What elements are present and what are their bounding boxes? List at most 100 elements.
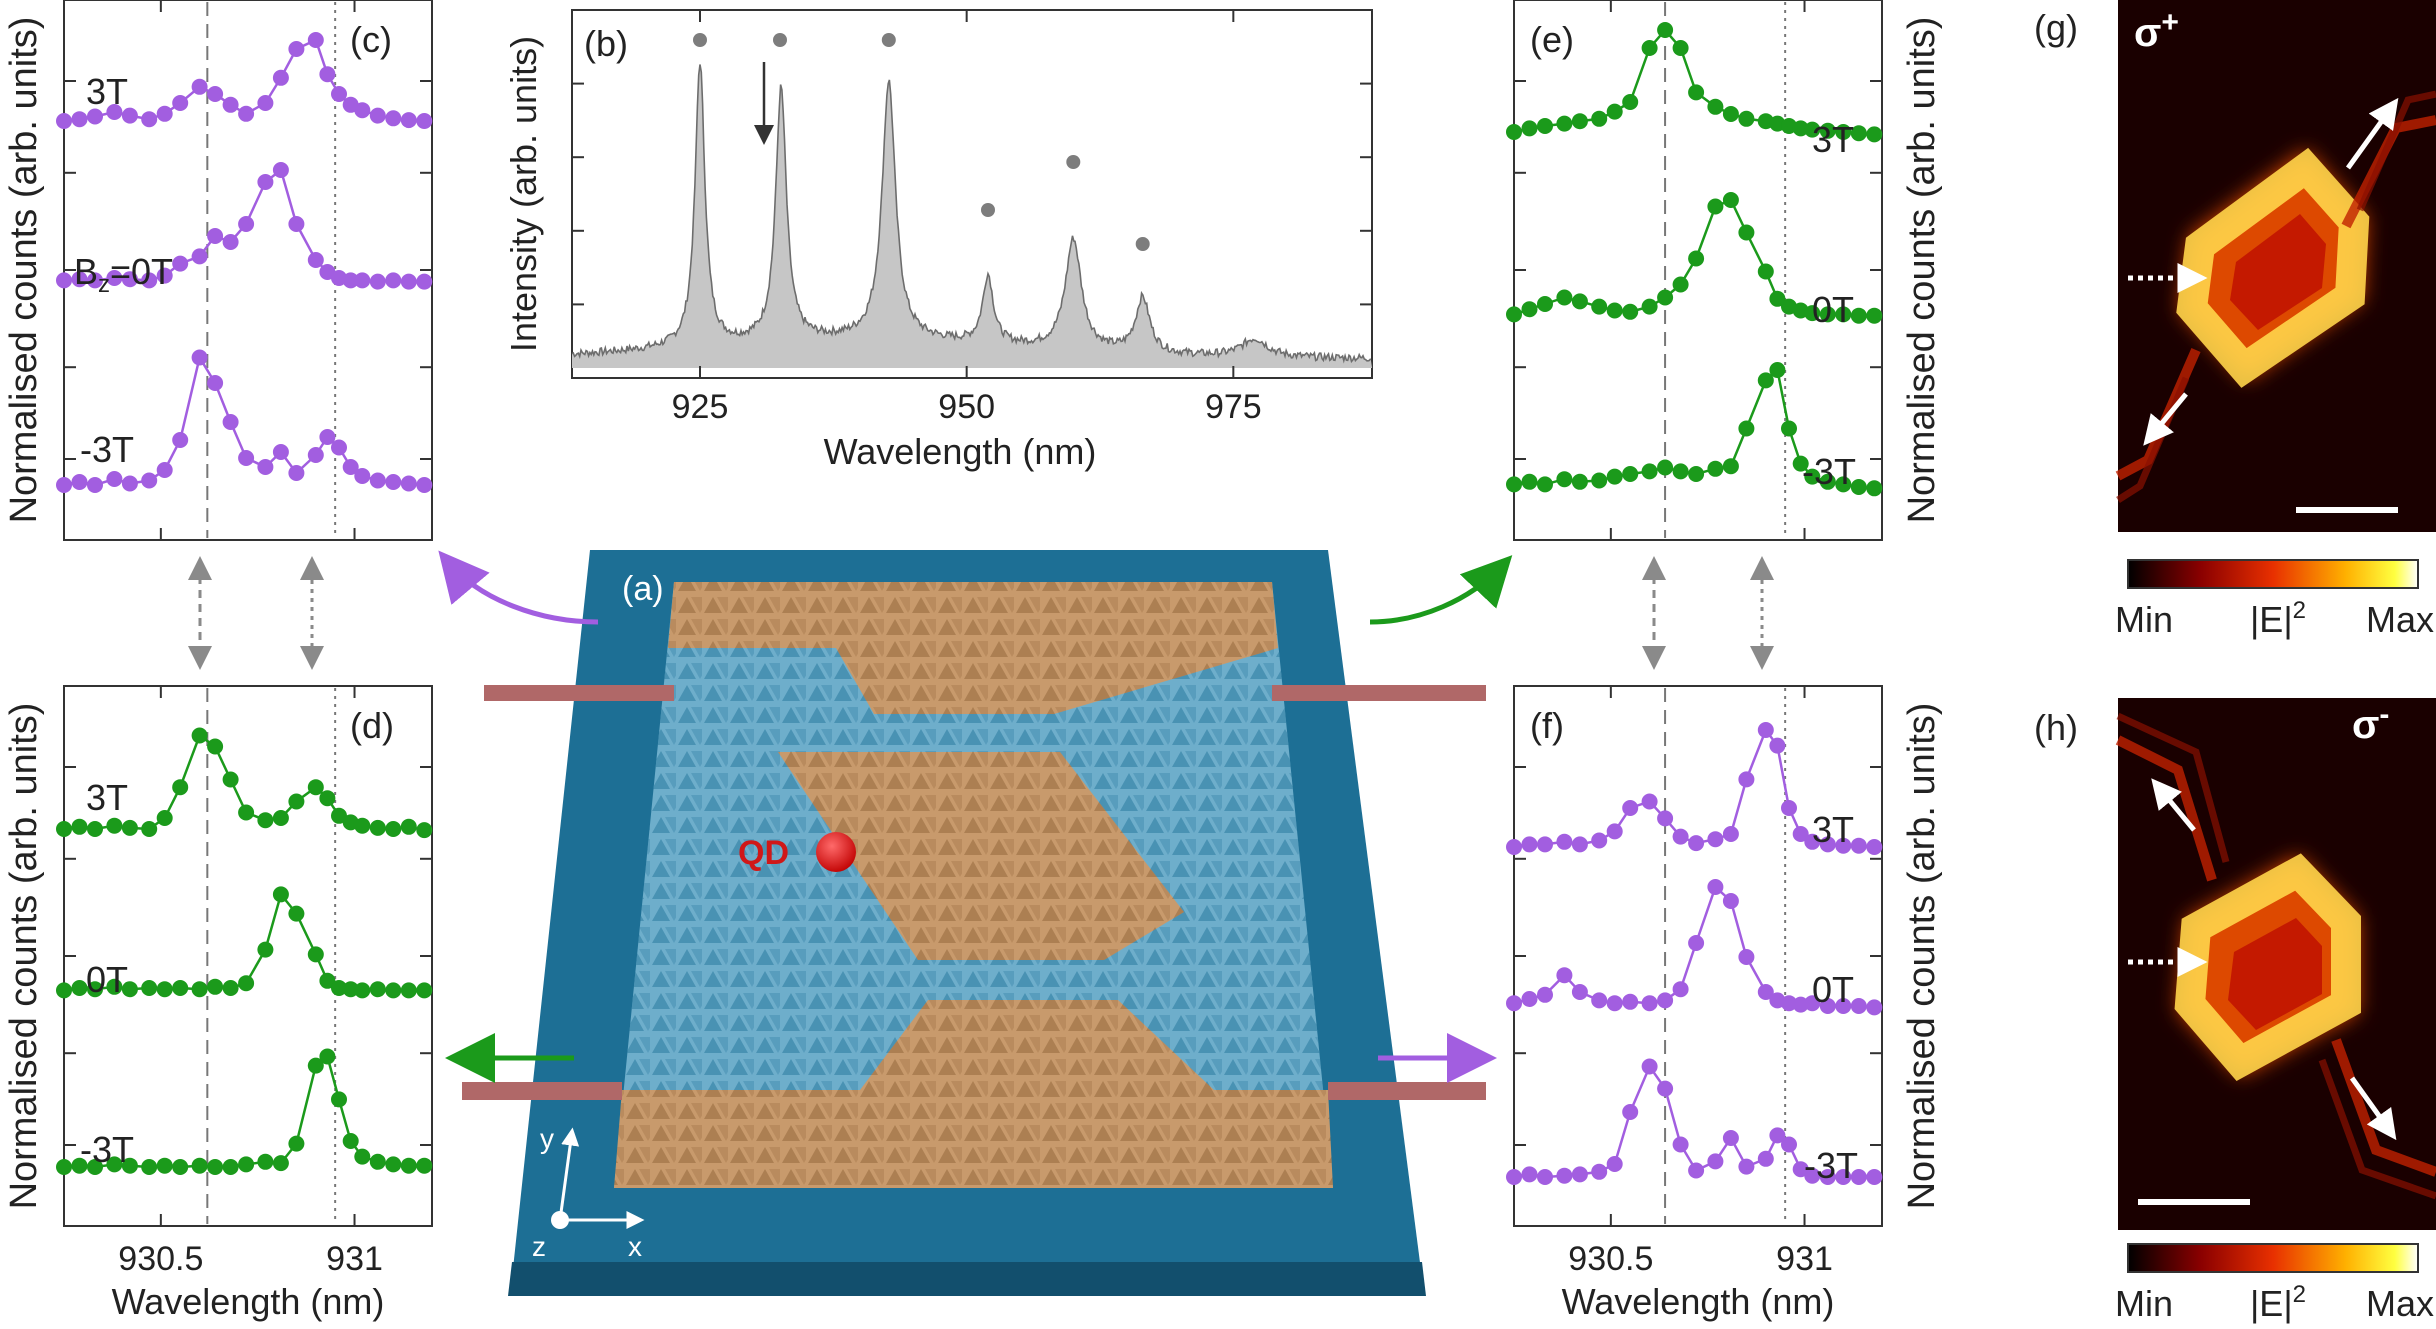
data-point	[1571, 1166, 1588, 1183]
data-point	[172, 980, 189, 996]
data-point	[1672, 828, 1689, 845]
panel-c-trace-3t: 3T	[86, 71, 128, 112]
data-point	[1657, 22, 1674, 38]
panel-h-field-map: (h) σ- Min |E|2 Max	[2034, 698, 2436, 1324]
panel-b-spectrum: (b) Intensity (arb. units) Wavelength (n…	[503, 9, 1373, 472]
data-point	[1804, 121, 1821, 138]
data-point	[385, 1156, 402, 1173]
panel-b-ylabel: Intensity (arb. units)	[503, 36, 544, 352]
panel-d-trace-3t: 3T	[86, 777, 128, 818]
data-point	[307, 946, 324, 963]
data-point	[1606, 302, 1623, 319]
data-point	[141, 1159, 158, 1175]
data-point	[1521, 836, 1538, 853]
data-point	[1571, 836, 1588, 853]
data-point	[87, 981, 103, 998]
y-axis-label: y	[540, 1123, 554, 1154]
panel-d-xtick-931: 931	[326, 1240, 383, 1278]
data-point	[191, 78, 208, 95]
data-point	[1657, 992, 1674, 1009]
data-point	[106, 471, 123, 487]
data-point	[257, 95, 274, 111]
data-point	[141, 980, 158, 996]
data-point	[307, 779, 324, 796]
arrow-to-panel-e	[1369, 555, 1513, 625]
data-point	[331, 980, 347, 996]
data-point	[238, 804, 255, 821]
data-point	[1850, 837, 1867, 854]
data-point	[141, 472, 158, 489]
data-point	[207, 375, 224, 391]
data-point	[369, 1153, 386, 1170]
data-point	[1707, 1153, 1724, 1170]
data-point	[1757, 984, 1774, 1000]
data-point	[1571, 473, 1588, 490]
data-point	[1672, 981, 1689, 998]
data-point	[56, 477, 72, 493]
qd-label: QD	[738, 834, 789, 872]
panel-a-device: QD (a) y x z	[438, 550, 1513, 1296]
peak-marker	[1135, 237, 1150, 251]
data-point	[1571, 293, 1588, 310]
data-point	[1866, 839, 1883, 855]
data-point	[1622, 466, 1639, 482]
panel-c-label: (c)	[350, 19, 392, 60]
panel-h-colorbar-max: Max	[2366, 1283, 2434, 1324]
data-point	[1781, 420, 1797, 437]
data-point	[1819, 1169, 1836, 1185]
data-point	[1641, 793, 1658, 810]
data-point	[1556, 967, 1573, 984]
data-point	[385, 272, 402, 289]
data-point	[385, 110, 402, 127]
panel-d-xlabel: Wavelength (nm)	[112, 1281, 385, 1322]
data-point	[1722, 1130, 1739, 1146]
data-point	[222, 234, 239, 250]
data-point	[1792, 1161, 1809, 1178]
data-point	[191, 248, 208, 265]
data-point	[416, 477, 433, 493]
data-point	[400, 112, 417, 129]
data-point	[307, 1057, 324, 1074]
panel-a-label: (a)	[622, 570, 664, 608]
data-point	[141, 111, 158, 128]
data-point	[1537, 296, 1553, 312]
data-point	[1657, 459, 1674, 476]
data-point	[1622, 303, 1639, 320]
data-point	[1641, 40, 1658, 56]
waveguide-bottom-left	[462, 1082, 622, 1100]
data-point	[1819, 998, 1836, 1014]
panel-b-xtick-925: 925	[672, 388, 729, 426]
data-point	[207, 978, 224, 995]
panel-h-colorbar-mid-base: |E|	[2250, 1283, 2293, 1324]
data-point	[369, 472, 386, 489]
data-point	[156, 1157, 173, 1174]
data-point	[1537, 1169, 1553, 1185]
panel-e-trace-minus3t: -3T	[1802, 451, 1856, 492]
data-point	[1850, 307, 1867, 324]
data-point	[1722, 458, 1739, 475]
panel-g-sigma-symbol: σ	[2134, 11, 2161, 55]
data-point	[1657, 289, 1674, 306]
data-point	[385, 821, 402, 837]
panel-h-sigma: σ-	[2352, 698, 2389, 747]
data-point	[141, 821, 158, 837]
spectrum-area	[572, 64, 1372, 368]
data-point	[87, 477, 103, 493]
data-point	[106, 1156, 123, 1173]
data-point	[1792, 455, 1809, 472]
data-point	[1606, 995, 1623, 1012]
data-point	[1521, 473, 1538, 490]
data-point	[1506, 306, 1522, 323]
data-point	[1781, 1136, 1797, 1153]
panel-f-plot	[1506, 686, 1883, 1226]
data-point	[1537, 476, 1553, 493]
data-point	[87, 272, 103, 289]
data-point	[56, 272, 72, 289]
panel-d-plot	[56, 686, 433, 1226]
data-point	[400, 1157, 417, 1174]
panel-d-label: (d)	[350, 705, 394, 746]
panel-b-xlabel: Wavelength (nm)	[824, 431, 1097, 472]
data-point	[1850, 125, 1867, 142]
data-point	[238, 216, 255, 232]
panel-h-rhombus-ring	[2174, 853, 2361, 1081]
